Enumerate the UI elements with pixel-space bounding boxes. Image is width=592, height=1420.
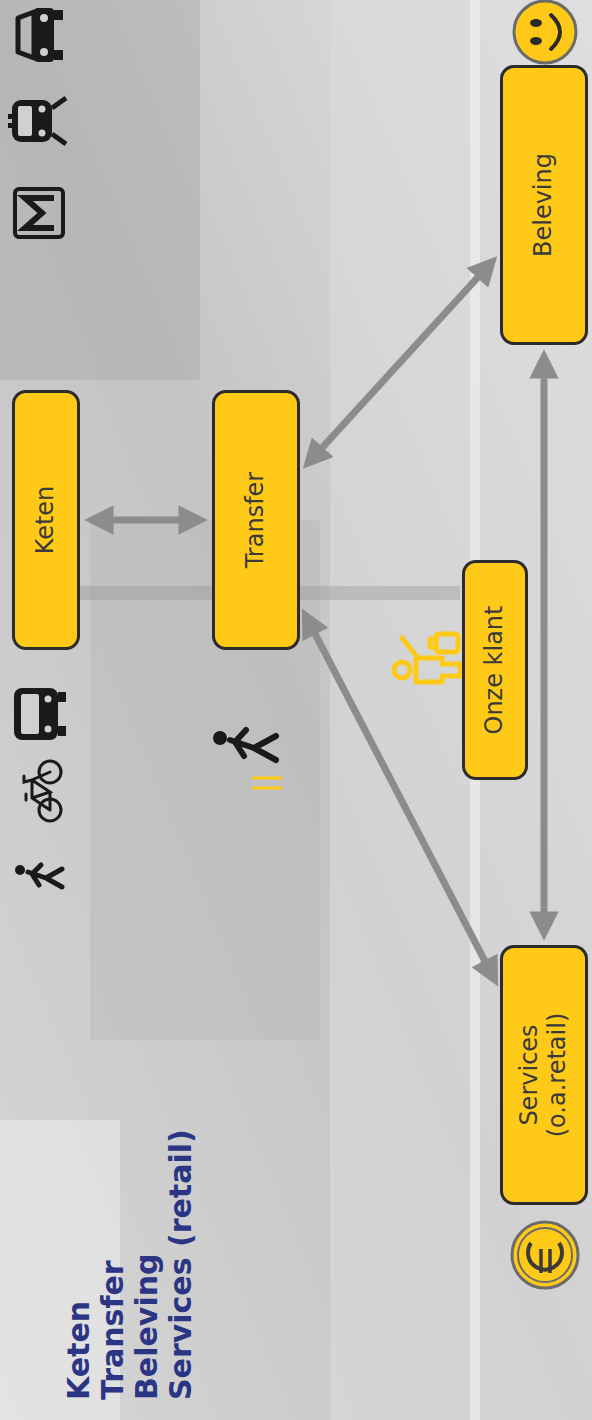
traveller-icon xyxy=(394,634,460,682)
process-box: Beleving xyxy=(500,65,588,345)
car-icon xyxy=(18,8,63,62)
double-arrow xyxy=(541,358,548,932)
box-label: Keten xyxy=(32,486,60,555)
box-label: Onze klant xyxy=(481,606,509,735)
heading-line: Services (retail) xyxy=(164,1129,198,1400)
box-label: Services (o.a.retail) xyxy=(516,990,571,1160)
process-box: Onze klant xyxy=(462,560,528,780)
bike-icon xyxy=(24,761,61,821)
heading-line: Transfer xyxy=(96,1260,130,1400)
process-box: Services (o.a.retail) xyxy=(500,945,588,1205)
train-icon xyxy=(8,98,66,144)
heading-line: Keten xyxy=(62,1301,96,1400)
heading-line: Beleving xyxy=(130,1253,164,1400)
bus-icon xyxy=(14,688,66,740)
process-box: Transfer xyxy=(212,390,300,650)
walking-person-icon xyxy=(213,730,282,788)
metro-icon xyxy=(15,189,63,237)
euro-coin-icon xyxy=(512,1222,578,1288)
box-label: Transfer xyxy=(242,472,270,569)
double-arrow xyxy=(93,517,199,524)
platform xyxy=(330,0,592,1420)
walker-icon xyxy=(15,865,62,887)
box-label: Beleving xyxy=(530,153,558,257)
process-box: Keten xyxy=(12,390,80,650)
smiley-icon xyxy=(514,1,576,63)
tree-foliage xyxy=(0,0,200,380)
double-arrow xyxy=(309,263,491,463)
